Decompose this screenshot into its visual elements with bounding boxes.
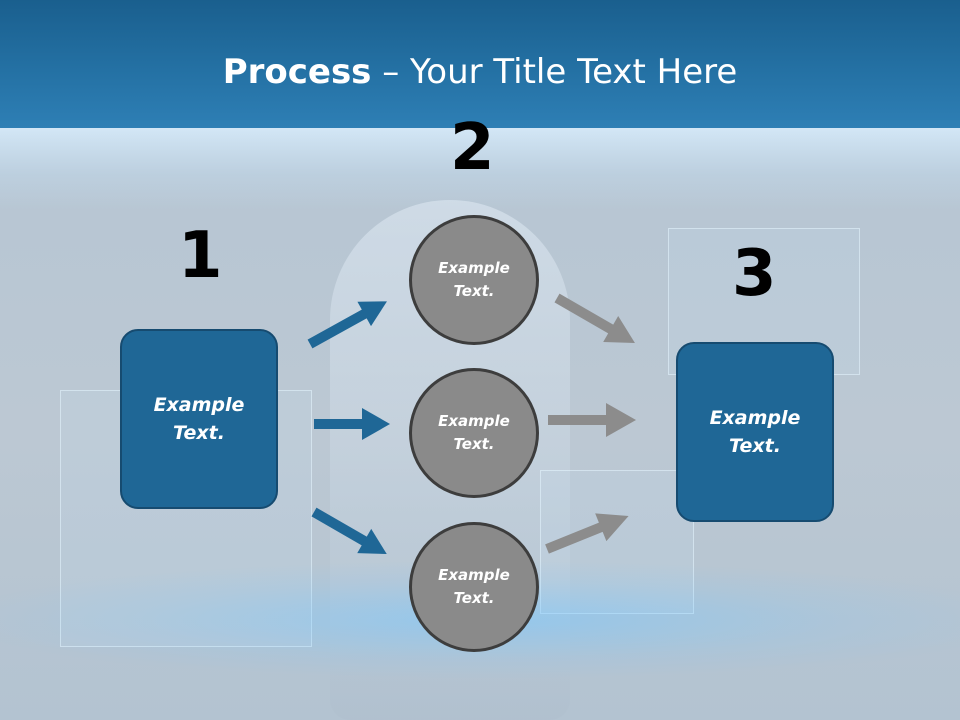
arrow-gray-down: [545, 513, 629, 554]
arrow-gray-up: [554, 293, 635, 343]
step2-circle-bottom-text: Example Text.: [438, 565, 510, 607]
title-bar: [0, 0, 960, 128]
slide-title: Process – Your Title Text Here: [0, 52, 960, 92]
step2-circle-middle-text: Example Text.: [438, 411, 510, 453]
arrow-gray-middle: [548, 403, 636, 437]
step3-box-text: Example Text.: [709, 406, 801, 458]
step-number-3: 3: [732, 237, 777, 311]
step2-circle-bottom: Example Text.: [409, 522, 539, 652]
arrow-blue-down: [311, 507, 387, 554]
background-light-band: [0, 120, 960, 210]
step2-circle-top-text: Example Text.: [438, 258, 510, 300]
step-number-1: 1: [178, 219, 223, 293]
arrow-blue-up: [307, 301, 387, 349]
step2-circle-top: Example Text.: [409, 215, 539, 345]
step1-box-text: Example Text.: [153, 393, 245, 445]
step-number-2: 2: [450, 111, 495, 185]
step3-box: Example Text.: [676, 342, 834, 522]
title-rest: – Your Title Text Here: [371, 52, 738, 92]
step2-circle-middle: Example Text.: [409, 368, 539, 498]
title-bold: Process: [222, 52, 372, 92]
arrow-blue-middle: [314, 408, 390, 440]
step1-box: Example Text.: [120, 329, 278, 509]
